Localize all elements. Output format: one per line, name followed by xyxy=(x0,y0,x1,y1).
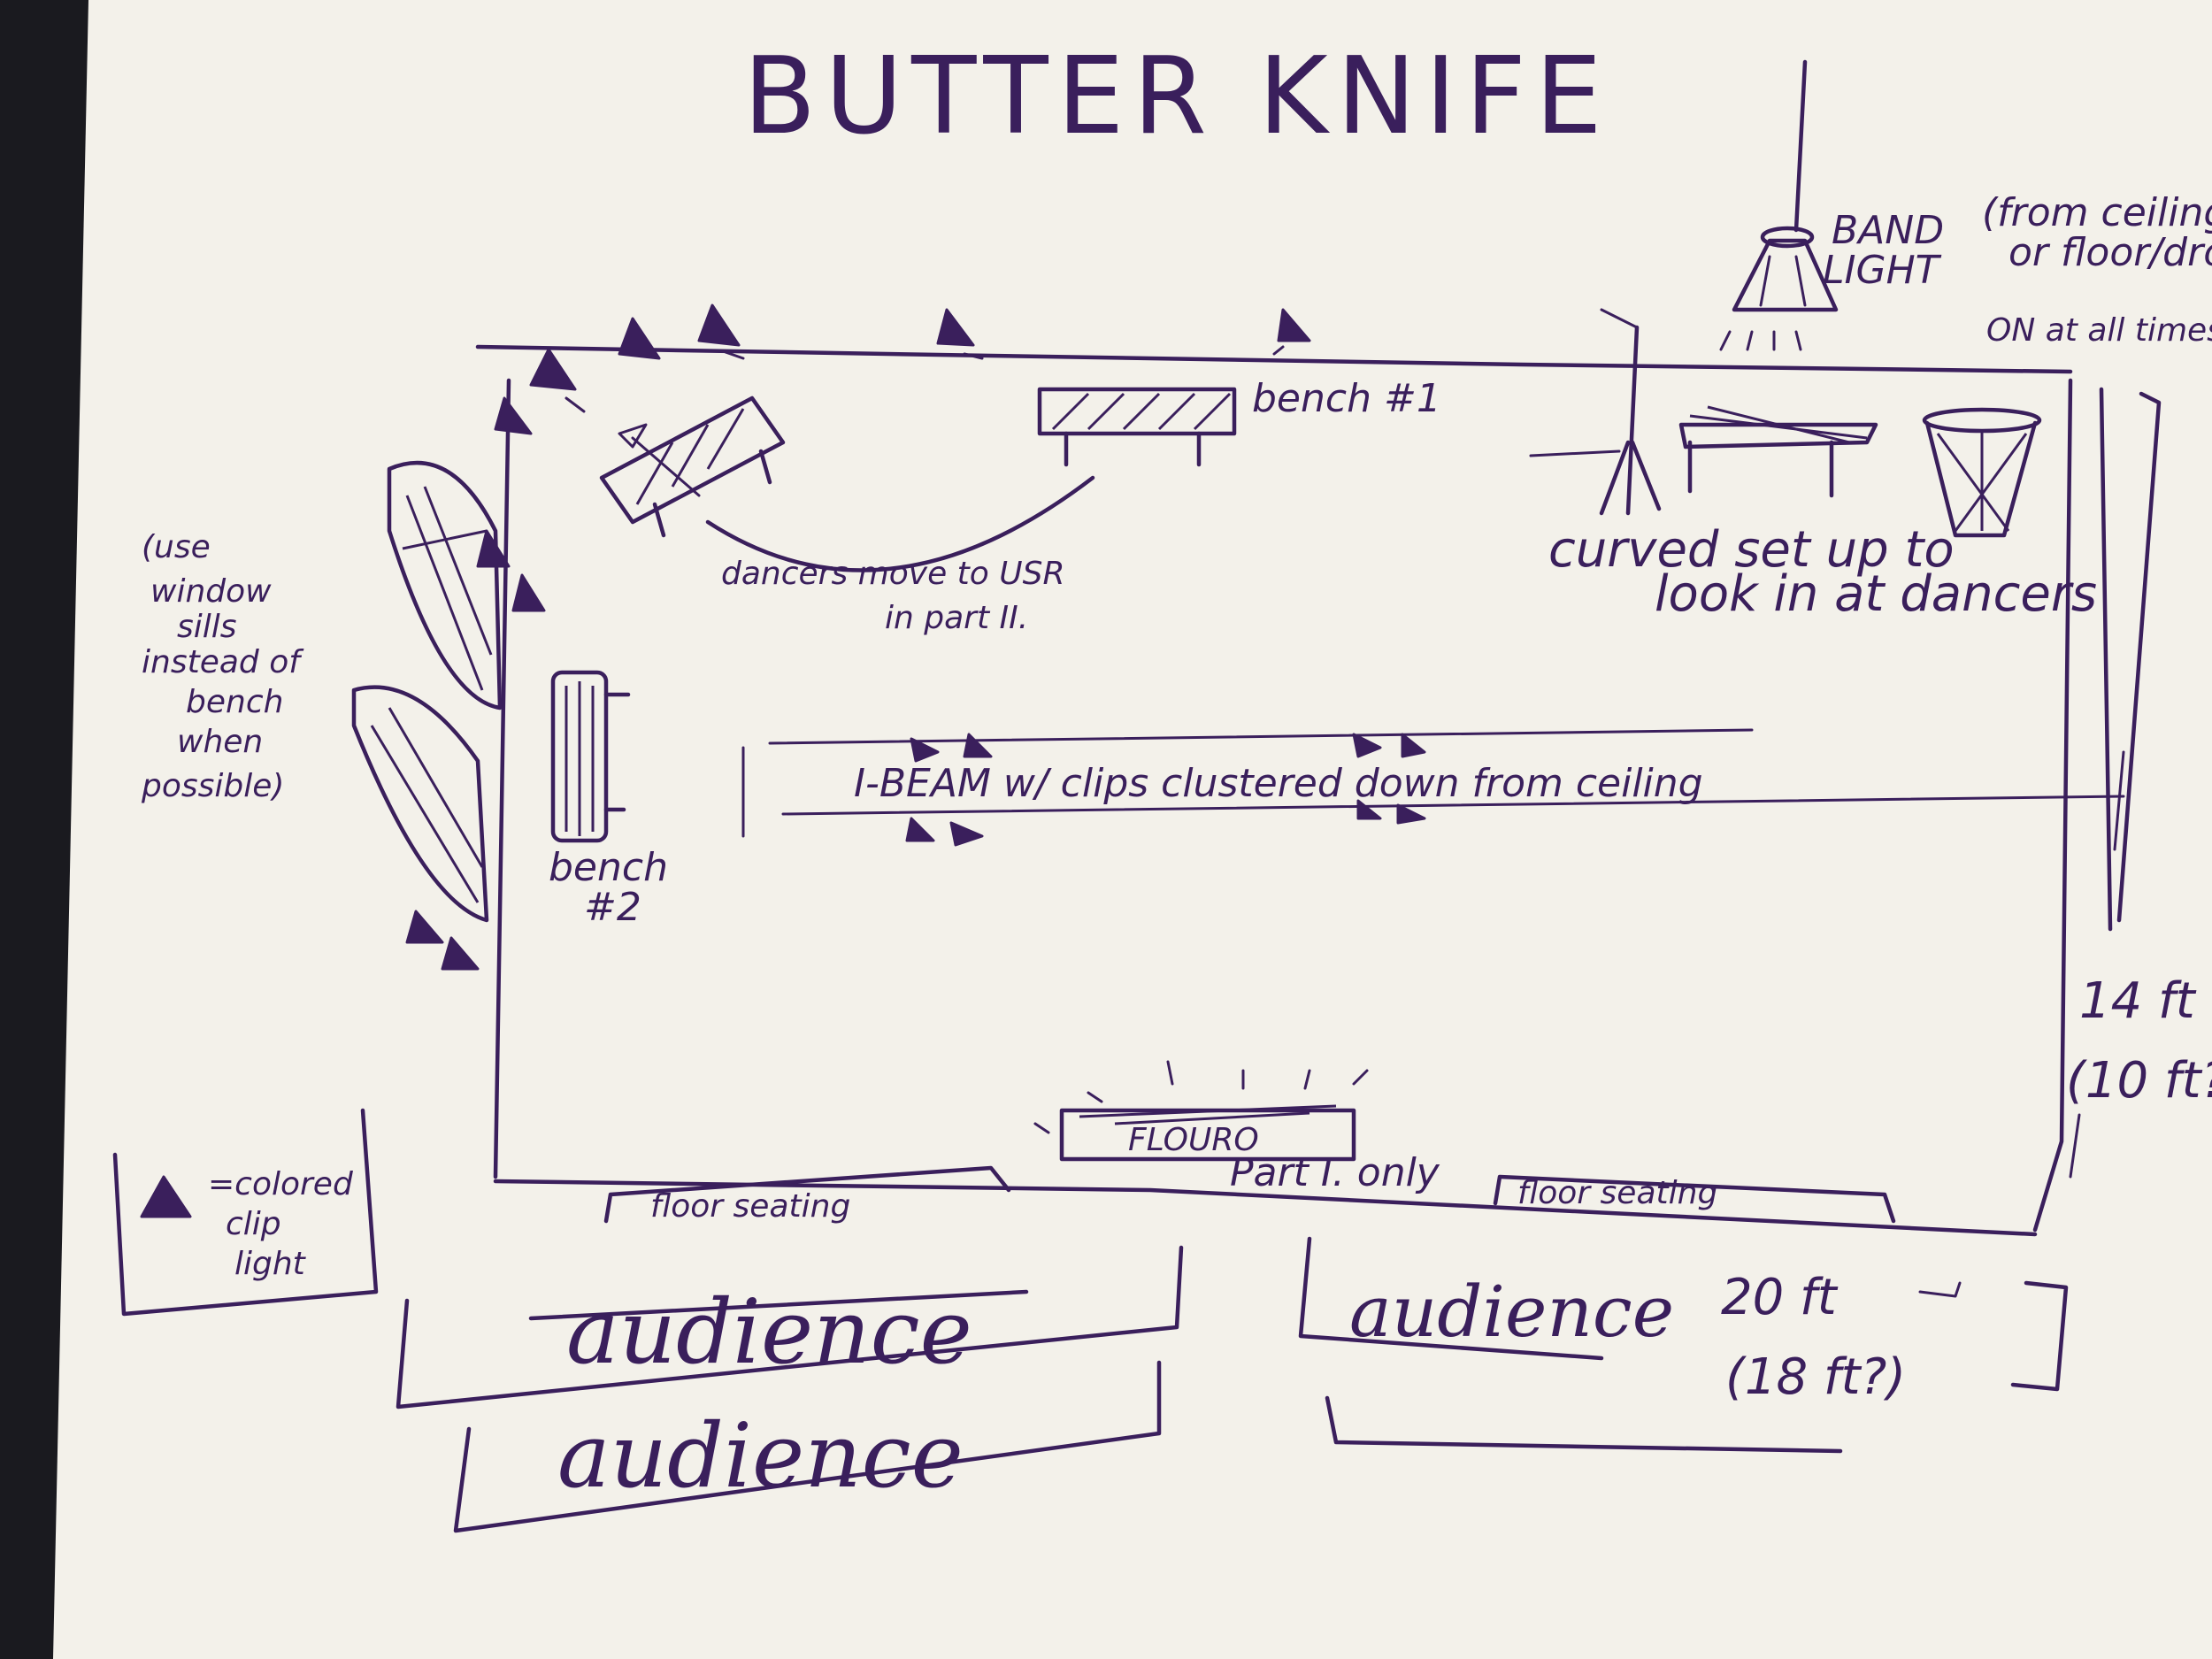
dancers-note-2: in part II. xyxy=(885,600,1028,636)
audience-block-2: audience xyxy=(453,1360,1162,1533)
legend-line-1: =colored xyxy=(208,1166,354,1202)
band-light-label-1: BAND xyxy=(1832,208,1944,253)
svg-text:window: window xyxy=(150,573,272,610)
band-light-icon xyxy=(1719,59,1839,351)
svg-text:audience: audience xyxy=(1349,1271,1674,1353)
clip-lights-top xyxy=(494,303,1311,435)
svg-text:audience: audience xyxy=(557,1404,964,1508)
band-light-note-3: ON at all times xyxy=(1986,312,2212,349)
svg-text:floor seating: floor seating xyxy=(1517,1175,1717,1211)
window-sills-icon xyxy=(351,460,546,971)
dancers-note-1: dancers move to USR xyxy=(721,556,1064,592)
clip-light-icon xyxy=(140,1175,192,1218)
band-light-note-1: (from ceiling xyxy=(1982,190,2212,235)
depth-dimension-bracket xyxy=(2069,387,2162,1179)
floor-seating-right: floor seating xyxy=(1493,1174,1896,1224)
flouro-note: Part I. only xyxy=(1230,1150,1440,1195)
paper-sheet xyxy=(53,0,2212,1659)
stage-outline xyxy=(475,344,2073,1237)
band-light-note-2: or floor/drop) xyxy=(2008,230,2212,275)
bench-1-label: bench #1 xyxy=(1252,376,1441,421)
depth-dim-1: 14 ft xyxy=(2079,972,2197,1030)
width-dim-2: (18 ft?) xyxy=(1725,1348,1906,1406)
i-beam-label: I-BEAM w/ clips clustered down from ceil… xyxy=(854,761,1703,806)
svg-text:instead of: instead of xyxy=(142,644,304,680)
bench-2-label-2: #2 xyxy=(584,885,641,930)
depth-dim-2: (10 ft?) xyxy=(2066,1052,2212,1110)
svg-text:floor seating: floor seating xyxy=(650,1188,850,1225)
band-light-label-2: LIGHT xyxy=(1823,248,1942,293)
legend-box xyxy=(112,1108,379,1317)
svg-text:when: when xyxy=(177,724,263,760)
audience-block-1: audience xyxy=(396,1245,1184,1409)
width-dimension-bracket xyxy=(1918,1280,2069,1392)
legend-line-2: clip xyxy=(226,1206,281,1242)
svg-text:possible): possible) xyxy=(141,768,284,804)
audience-block-3: audience xyxy=(1298,1236,1843,1454)
curved-note-1: curved set up to xyxy=(1548,521,1955,579)
band-setup-icons xyxy=(1529,308,2042,538)
floor-seating-left: floor seating xyxy=(603,1165,1011,1225)
svg-text:audience: audience xyxy=(566,1280,972,1384)
width-dim-1: 20 ft xyxy=(1721,1269,1839,1326)
window-note: (use window sills instead of bench when … xyxy=(141,529,304,804)
sketch-title: BUTTER KNIFE xyxy=(743,35,1611,158)
svg-text:bench: bench xyxy=(186,684,283,720)
svg-text:(use: (use xyxy=(142,529,211,565)
i-beam-icon xyxy=(741,728,2125,851)
bench-1-icon xyxy=(1037,387,1237,467)
angled-bench-icon xyxy=(599,396,786,538)
dancers-path-arc xyxy=(705,475,1095,572)
flouro-light-icon xyxy=(1033,1060,1369,1162)
curved-note-2: look in at dancers xyxy=(1655,565,2097,623)
svg-text:sills: sills xyxy=(177,609,237,645)
bench-2-label-1: bench xyxy=(549,845,668,890)
legend-line-3: light xyxy=(234,1246,307,1282)
bench-2-icon xyxy=(550,670,631,843)
flouro-label: FLOURO xyxy=(1128,1122,1259,1158)
